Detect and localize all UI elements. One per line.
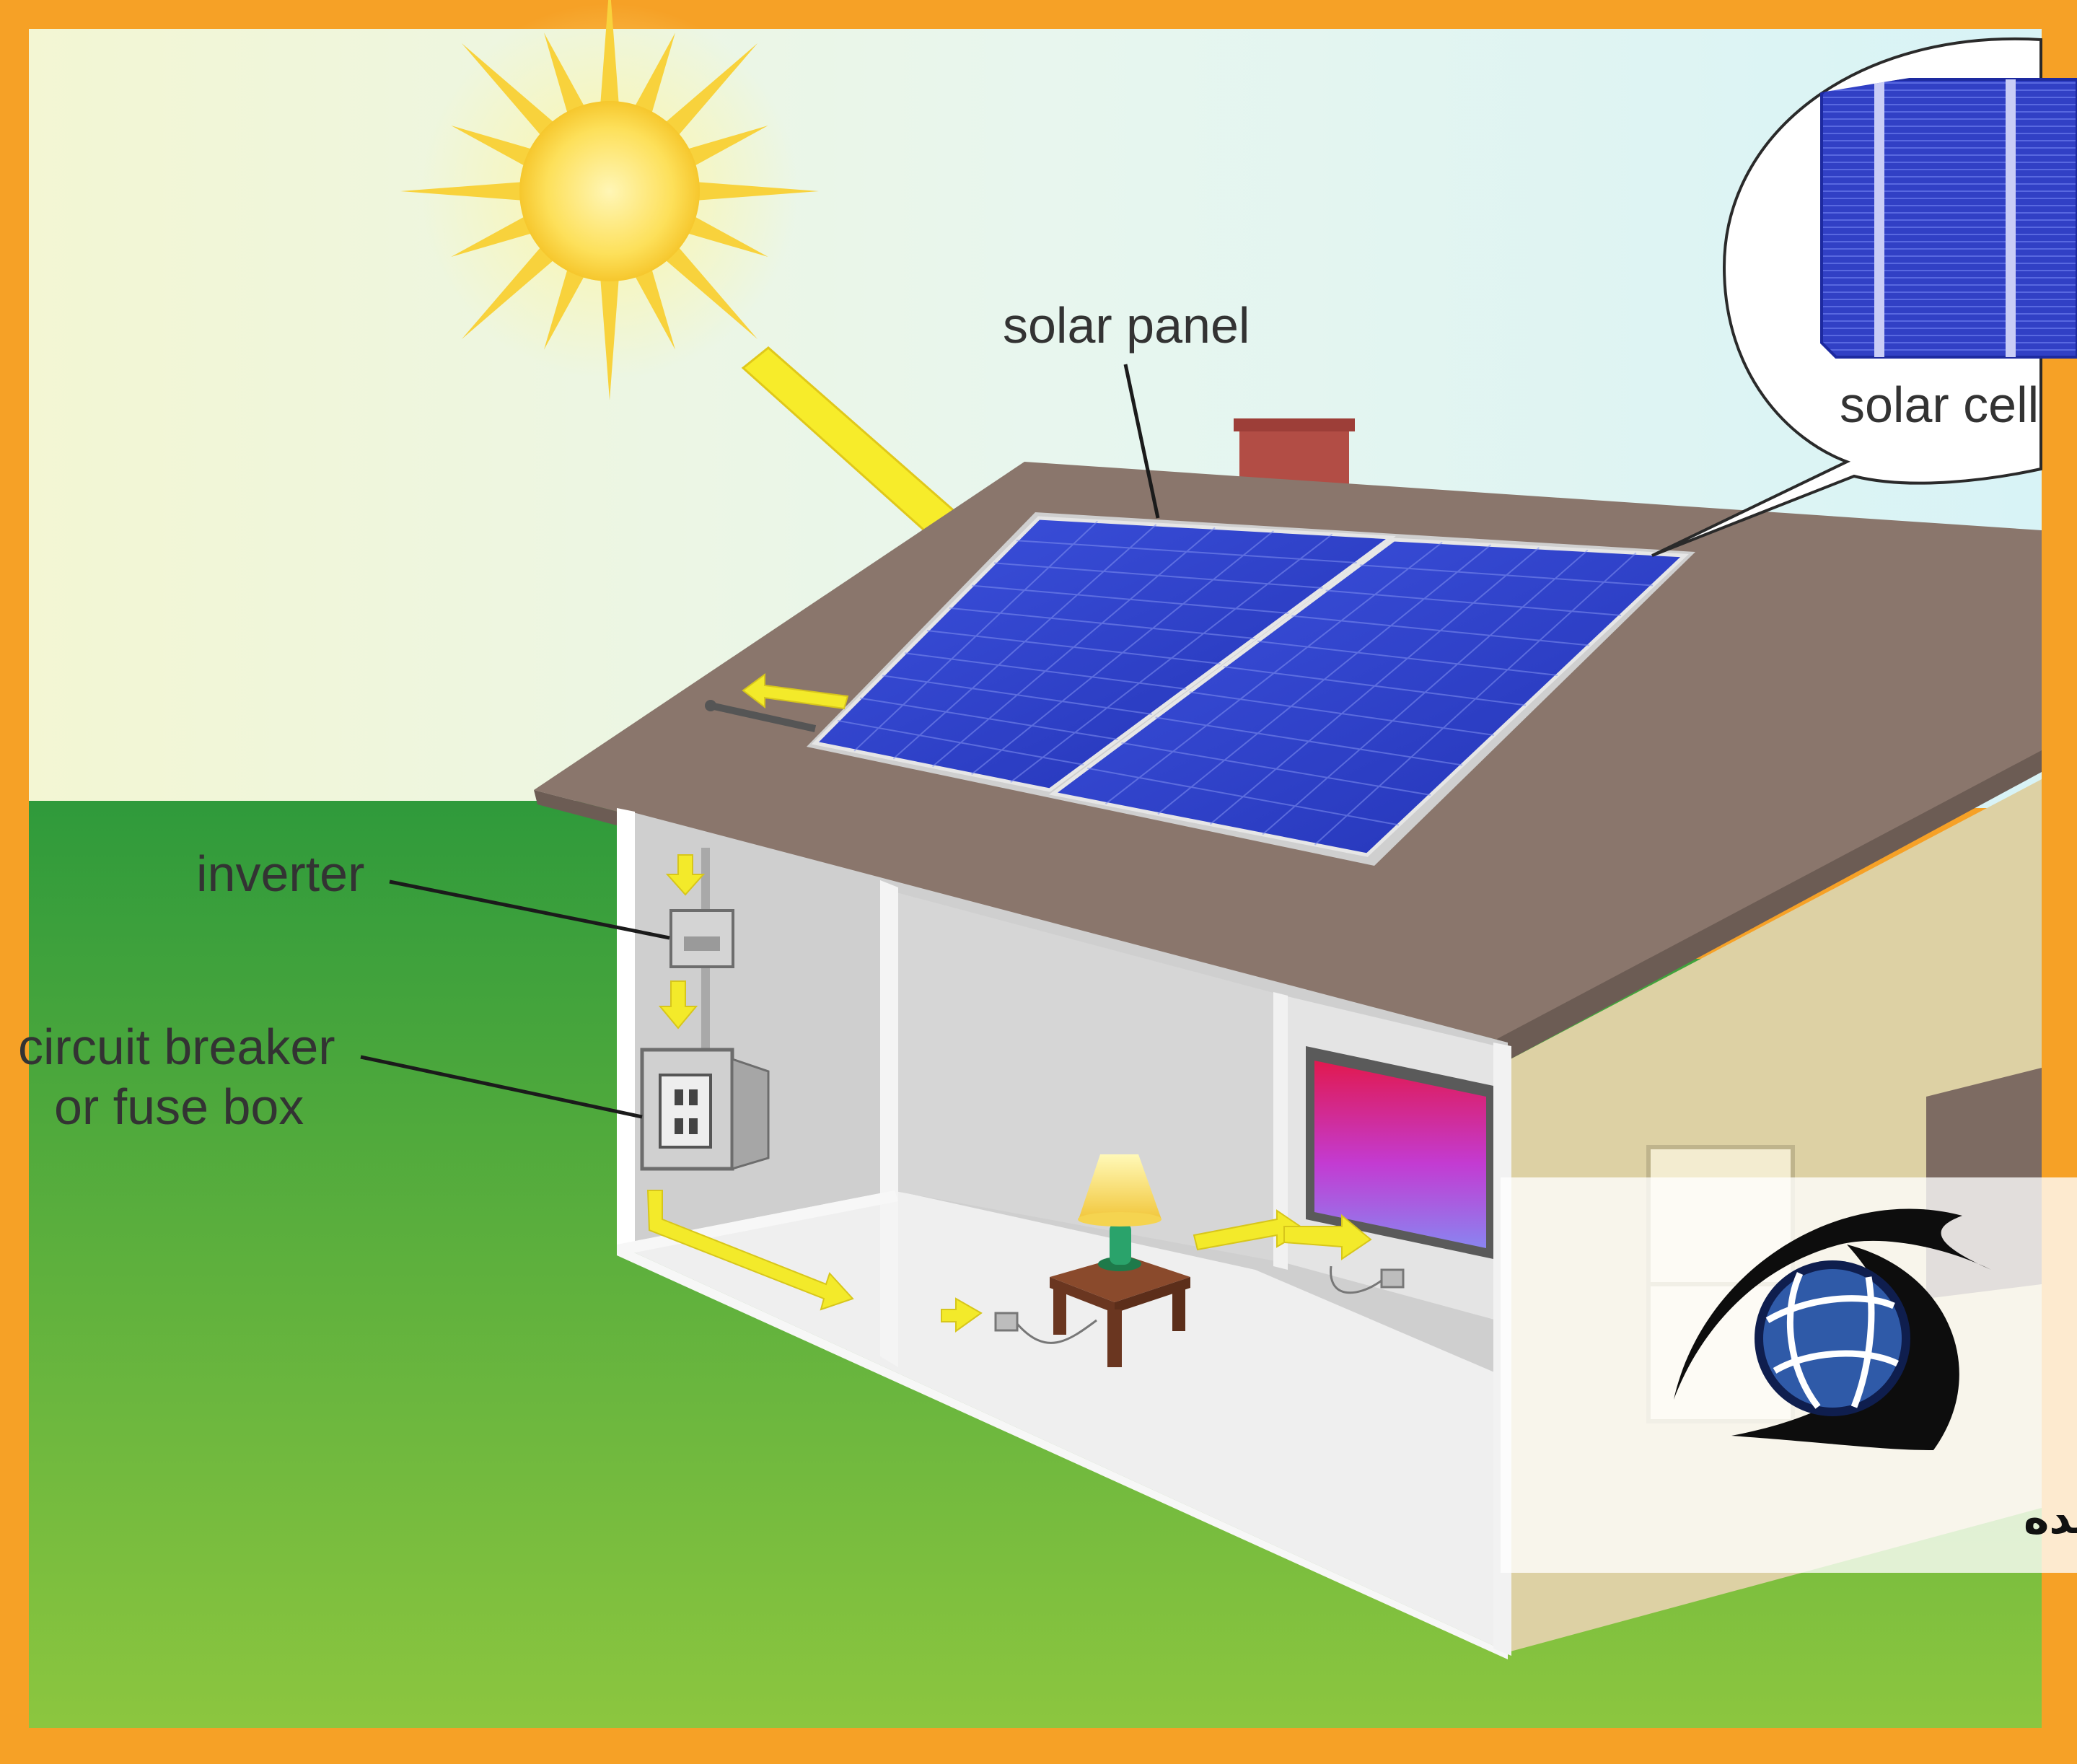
outlet-left: [994, 1312, 1097, 1344]
inverter-flow-arrow: [665, 854, 706, 896]
chimney-cap: [1234, 418, 1355, 431]
solar-cell-callout: [1651, 37, 2077, 557]
wall-divider-2: [1273, 992, 1288, 1270]
circuit-breaker-label: circuit breaker: [18, 1019, 335, 1075]
fuse-box-label: or fuse box: [54, 1079, 304, 1135]
floor-front-edge: [617, 1245, 1508, 1659]
solar-panel-array: [807, 512, 1695, 866]
chimney: [1239, 424, 1349, 485]
back-wall-mid: [891, 891, 1284, 1263]
inverter-box: [669, 909, 734, 968]
floor-flow-arrow: [646, 1190, 854, 1311]
lamp-icon: [1078, 1154, 1162, 1271]
breaker-flow-arrow: [658, 980, 698, 1030]
roof-flow-arrow: [742, 673, 849, 710]
roof-ridge-edge: [1497, 750, 2042, 1061]
energy-flow-arrows: [646, 673, 1372, 1333]
inverter-leader: [389, 879, 670, 940]
wall-flow-arrow: [1283, 1214, 1372, 1260]
outlet-flow-arrow: [941, 1297, 983, 1333]
lamp-table: [1050, 1255, 1190, 1367]
wall-divider-1: [880, 880, 898, 1367]
eye-globe-logo: [1674, 1208, 1991, 1450]
interior-floor: [617, 1190, 1508, 1652]
sun-icon: [400, 0, 819, 400]
outlet-right: [1330, 1265, 1405, 1294]
front-wall-edge: [617, 808, 635, 1248]
brand-name: گروه انرژی سازان آینده: [2024, 1491, 2077, 1544]
breaker-box: [640, 1048, 770, 1171]
solar-panel-label: solar panel: [1003, 297, 1250, 354]
breaker-leader: [360, 1055, 643, 1119]
solar-panel-leader: [1123, 364, 1160, 519]
tv: [1306, 1046, 1493, 1259]
roof-wire: [705, 700, 817, 732]
solar-cell-label: solar cell: [1840, 377, 2039, 433]
inverter-label: inverter: [196, 846, 364, 902]
